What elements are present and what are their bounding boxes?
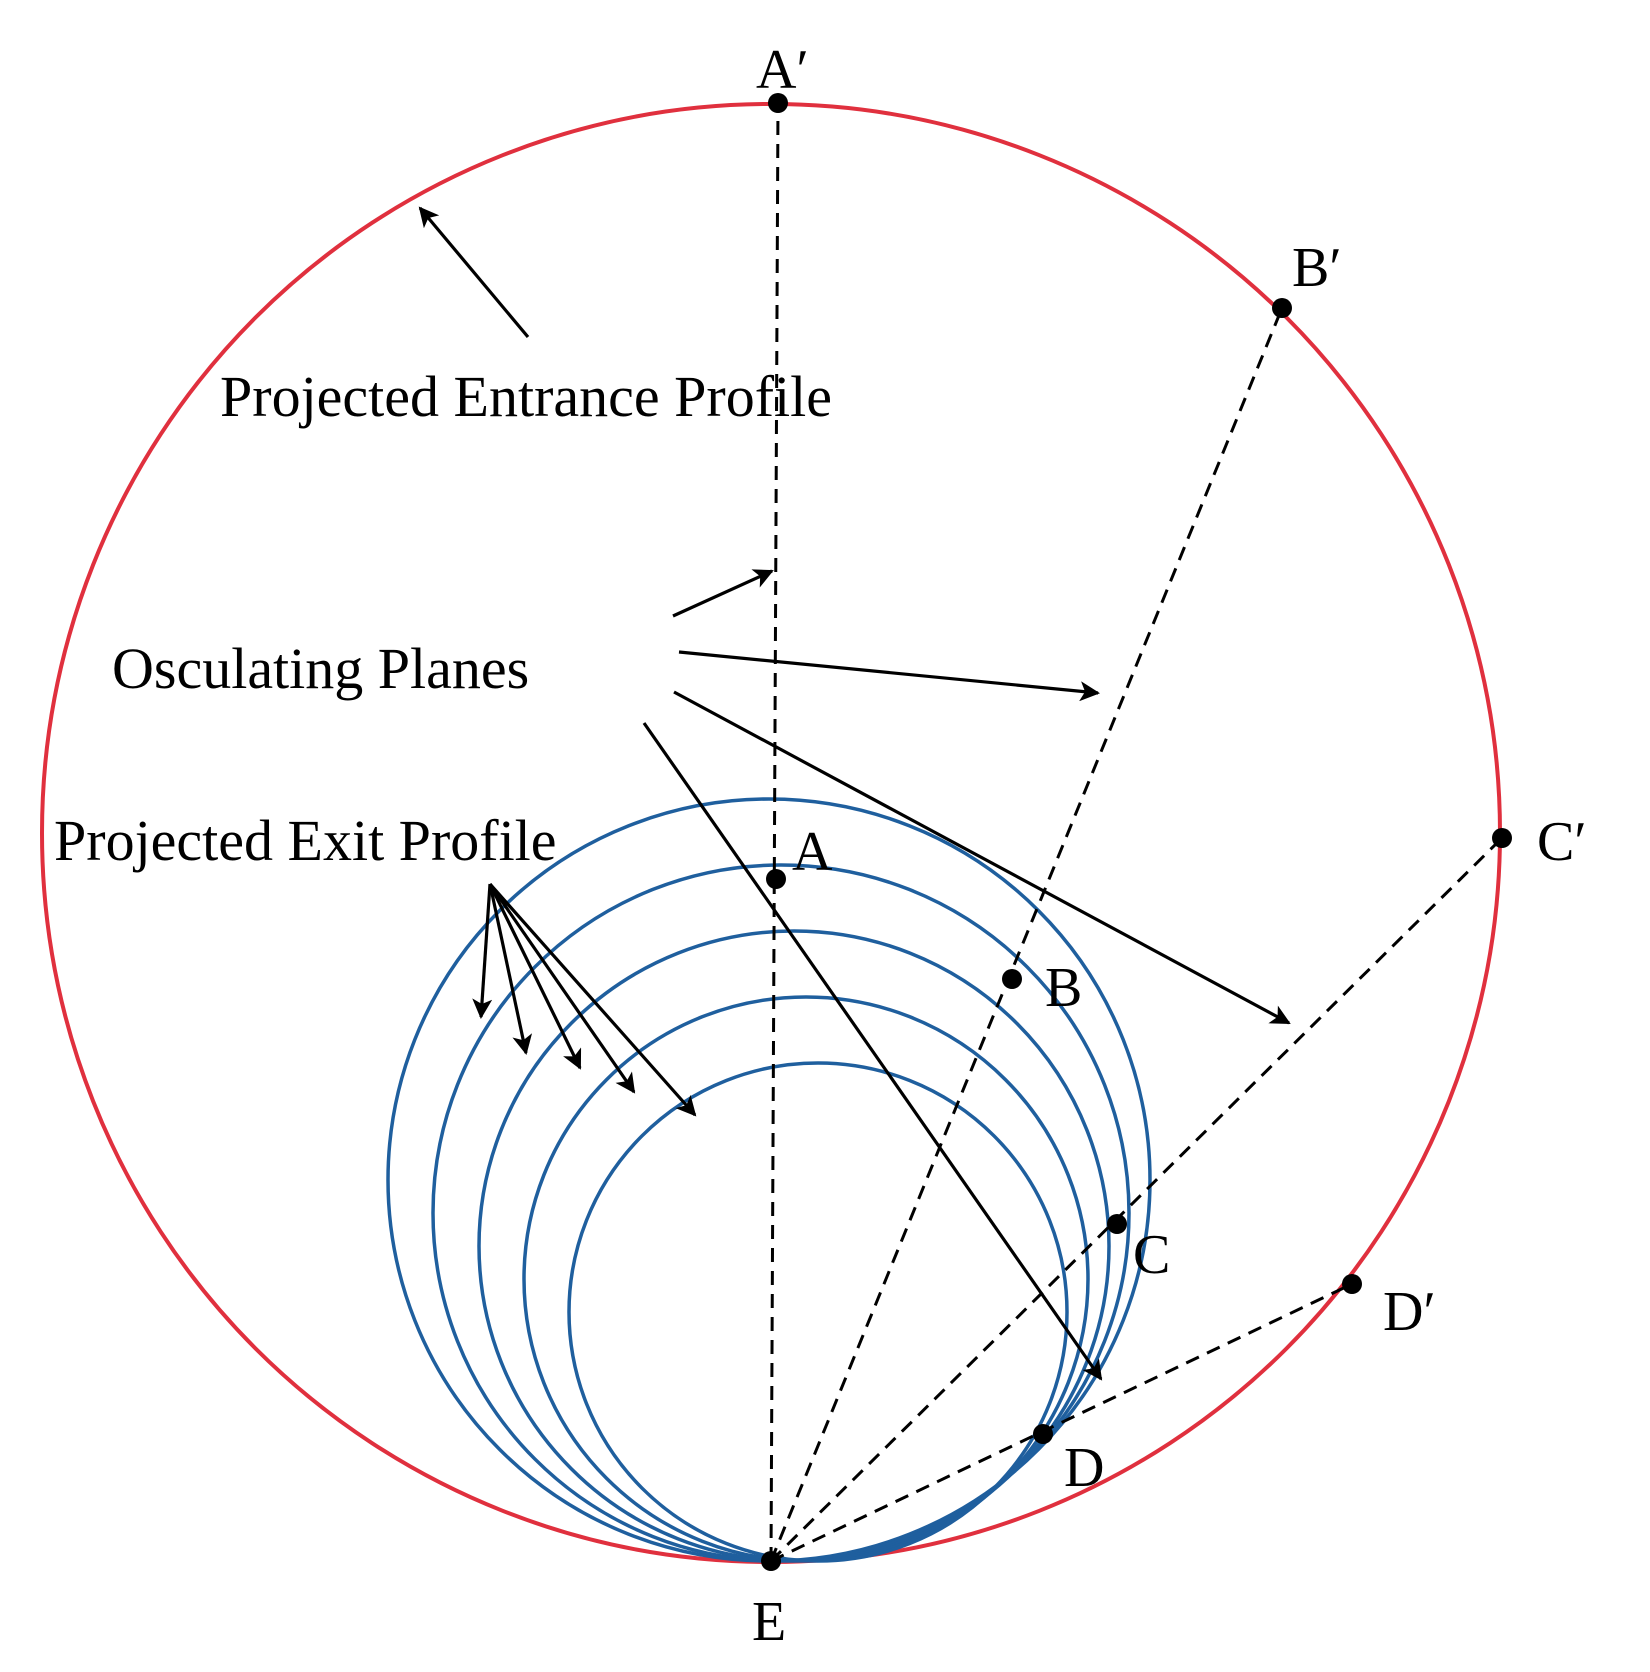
entrance-profile-arrow bbox=[418, 206, 530, 339]
point-label-a-prime: A′ bbox=[756, 39, 809, 101]
plane-trace-a bbox=[769, 102, 780, 1562]
point-a-prime bbox=[768, 93, 788, 113]
osculating-plane-traces bbox=[769, 102, 1504, 1563]
point-label-d: D bbox=[1064, 1437, 1104, 1499]
point-c bbox=[1107, 1214, 1127, 1234]
osculating-arrow-c bbox=[673, 690, 1291, 1025]
point-a bbox=[766, 869, 786, 889]
callout-arrows bbox=[418, 206, 1291, 1381]
exit-profile-arrow-1 bbox=[472, 883, 493, 1019]
point-c-prime bbox=[1492, 828, 1512, 848]
exit-profile-arrow-3 bbox=[488, 883, 582, 1070]
point-label-a: A bbox=[792, 821, 833, 883]
exit-profile-arrow-5 bbox=[488, 882, 697, 1117]
osculating-arrow-d bbox=[642, 722, 1103, 1381]
point-b bbox=[1002, 969, 1022, 989]
osculating-arrow-b bbox=[678, 650, 1100, 702]
point-label-e: E bbox=[752, 1591, 786, 1653]
point-label-c: C bbox=[1133, 1224, 1170, 1286]
points bbox=[761, 93, 1512, 1571]
entrance-profile-label: Projected Entrance Profile bbox=[220, 364, 832, 429]
point-d bbox=[1033, 1424, 1053, 1444]
osculating-arrow-a bbox=[672, 569, 774, 618]
point-e bbox=[761, 1551, 781, 1571]
plane-trace-d bbox=[770, 1282, 1353, 1563]
exit-profile-label: Projected Exit Profile bbox=[54, 808, 557, 873]
point-label-b: B bbox=[1045, 957, 1082, 1019]
plane-trace-b bbox=[769, 307, 1284, 1562]
plane-trace-c bbox=[769, 836, 1504, 1563]
point-label-d-prime: D′ bbox=[1383, 1281, 1436, 1343]
point-d-prime bbox=[1342, 1274, 1362, 1294]
exit-profile-arrow-4 bbox=[488, 883, 636, 1094]
point-label-c-prime: C′ bbox=[1537, 811, 1587, 873]
exit-profile-circle bbox=[567, 1061, 1069, 1563]
exit-profile-arrow-2 bbox=[488, 883, 533, 1055]
osculating-planes-label: Osculating Planes bbox=[112, 636, 529, 701]
point-label-b-prime: B′ bbox=[1292, 237, 1342, 299]
point-b-prime bbox=[1272, 298, 1292, 318]
